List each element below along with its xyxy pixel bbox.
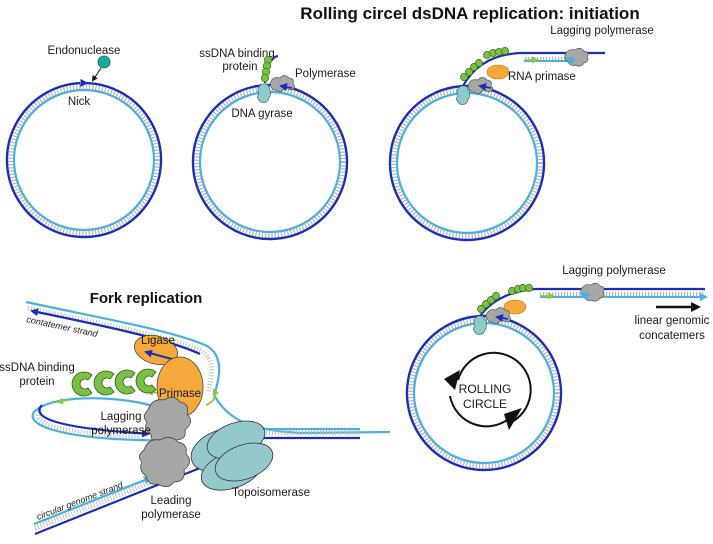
ssb-protein: [135, 368, 157, 394]
ssb-bead: [477, 305, 485, 313]
polymerase-arrow: [478, 83, 492, 92]
ssb-bead: [260, 73, 270, 83]
diagram-title: Rolling circel dsDNA replication: initia…: [300, 4, 639, 23]
lagging-polymerase-icon: [564, 47, 589, 67]
lagging-loop-template: [31, 397, 177, 443]
rotation-arc: [449, 395, 513, 428]
template-strand: [25, 300, 221, 396]
ssb-bead: [460, 73, 468, 81]
rna-primase-icon: [486, 64, 510, 80]
ligase-label: Ligase: [141, 335, 175, 347]
ssb-bead: [525, 284, 533, 292]
outer-strand: [388, 84, 546, 242]
ssb-chain-icon: [71, 368, 157, 397]
fork-leading-label-line1: Leading: [151, 495, 192, 507]
base-pair-rungs: [8, 84, 160, 236]
ssb-bead: [475, 59, 483, 67]
ssb-bead: [501, 47, 509, 55]
topoisomerase-icon: [190, 420, 274, 491]
gyrase-icon: [456, 85, 470, 105]
endonuclease-label: Endonuclease: [48, 45, 121, 57]
base-pair-rungs: [36, 410, 141, 439]
new-strand-rungs: [540, 292, 705, 296]
leading-polymerase-icon: [139, 437, 190, 487]
fork-lagging-label-line2: polymerase: [91, 425, 150, 437]
lagging-polymerase-icon: [143, 397, 191, 445]
polymerase-label: Polymerase: [295, 68, 356, 80]
outer-strand: [5, 78, 163, 239]
rotation-arrowhead-icon: [444, 370, 460, 390]
ssb-label-line2: protein: [222, 61, 257, 73]
polymerase-arrow: [495, 314, 509, 323]
dsdna-rings: [5, 78, 563, 472]
gyrase-label: DNA gyrase: [231, 108, 292, 120]
base-pair-rungs: [27, 305, 215, 393]
lagging-polymerase-clamp: [580, 292, 590, 299]
ring-lagging-start: [388, 84, 546, 242]
new-strand-rungs: [525, 57, 570, 61]
linear-concatemers-line2: concatemers: [639, 330, 705, 342]
panel-gyrase: ssDNA binding protein Polymerase DNA gyr…: [199, 48, 355, 120]
okazaki-fragment: [38, 404, 150, 438]
ssb-bead: [465, 68, 473, 76]
endonuclease-icon: [97, 55, 111, 69]
circular-genome-strand: [34, 460, 216, 536]
ssb-protein: [93, 370, 115, 396]
ssb-bead: [492, 292, 500, 300]
lagging-polymerase-label: Lagging polymerase: [550, 25, 654, 37]
lagging-polymerase-label: Lagging polymerase: [562, 265, 666, 277]
panel-nick: Endonuclease Nick: [48, 45, 121, 108]
rna-primase-label: RNA primase: [508, 71, 576, 83]
lagging-polymerase-icon: [580, 282, 605, 302]
ring-nicked: [5, 78, 163, 239]
ssb-protein: [114, 369, 136, 395]
rolling-label-line1: ROLLING: [459, 382, 512, 396]
fork-leading-label-line2: polymerase: [141, 509, 200, 521]
ssb-chain-icon: [460, 47, 509, 81]
inner-strand: [395, 91, 539, 235]
ssb-protein: [71, 371, 93, 397]
primase-icon: [503, 299, 527, 315]
rolling-label-line2: CIRCLE: [463, 397, 507, 411]
panel-lagging-start: RNA primase Lagging polymerase: [456, 25, 654, 105]
panel-rolling-circle: Lagging polymerase linear genomic concat…: [444, 265, 710, 430]
outer-strand: [191, 83, 349, 241]
concatemer-strand: [30, 308, 201, 355]
lagging-polymerase-clamp: [566, 57, 575, 64]
topoisomerase-label: Topoisomerase: [232, 487, 310, 499]
polymerase-icon: [269, 75, 295, 92]
base-pair-rungs: [391, 87, 543, 239]
ssb-label-line1: ssDNA binding: [199, 48, 274, 60]
ssb-chain-icon: [260, 55, 273, 83]
ssb-chain-icon: [477, 284, 533, 313]
linear-concatemers-line1: linear genomic: [635, 315, 710, 327]
primer-arrow: [205, 388, 220, 406]
fork-lagging-label-line1: Lagging: [101, 411, 142, 423]
endonuclease-arrow: [91, 67, 102, 82]
primase-label: Primase: [159, 388, 201, 400]
primer-arrow: [56, 397, 69, 405]
polymerase-arrow: [279, 83, 293, 92]
fork-ssb-label-line2: protein: [19, 376, 54, 388]
outer-strand: [405, 314, 563, 472]
gyrase-icon: [257, 83, 271, 103]
fork-title: Fork replication: [90, 290, 203, 307]
rotation-arc: [457, 351, 532, 424]
rotation-arrowhead-icon: [504, 408, 522, 430]
leading-new-strand: [33, 476, 152, 526]
inner-strand: [12, 88, 156, 232]
gyrase-icon: [473, 315, 487, 335]
nick-label: Nick: [68, 96, 91, 108]
panel-fork: Fork replication contatemer strand circu…: [0, 290, 391, 536]
fork-ssb-label-line1: ssDNA binding: [0, 362, 75, 374]
